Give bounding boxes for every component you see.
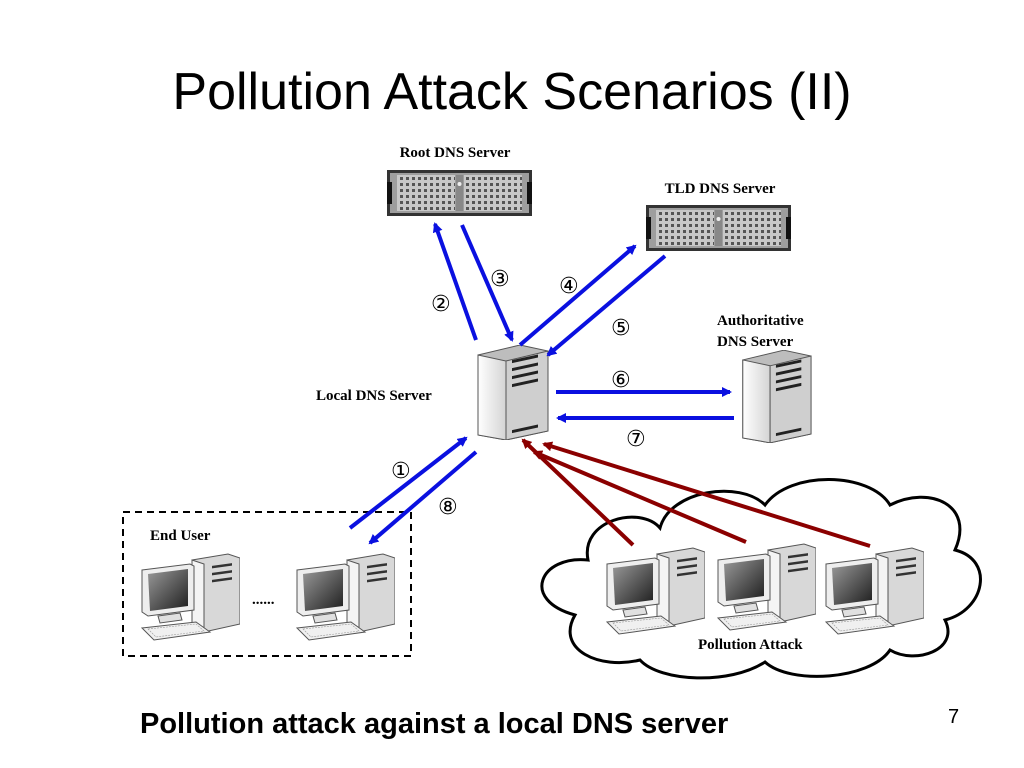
arrow-step-3 <box>460 224 514 342</box>
step-8-label: ⑧ <box>438 495 458 520</box>
step-1-label: ① <box>391 459 411 484</box>
pollution-attack-label: Pollution Attack <box>698 637 803 653</box>
more-users-ellipsis: ...... <box>252 592 275 608</box>
step-5-label: ⑤ <box>611 316 631 341</box>
step-6-label: ⑥ <box>611 368 631 393</box>
page-number: 7 <box>948 706 960 728</box>
arrow-step-4 <box>518 244 637 347</box>
attack-arrow <box>542 441 871 548</box>
tld-dns-rack-server-icon <box>646 205 791 251</box>
tld-dns-label: TLD DNS Server <box>665 181 776 197</box>
arrow-step-5 <box>546 254 667 357</box>
step-4-label: ④ <box>559 274 579 299</box>
step-2-label: ② <box>431 292 451 317</box>
end-user-label: End User <box>150 528 211 544</box>
root-dns-rack-server-icon <box>387 170 532 216</box>
slide-title: Pollution Attack Scenarios (II) <box>172 63 852 121</box>
authoritative-dns-label-line2: DNS Server <box>717 334 794 350</box>
step-7-label: ⑦ <box>626 427 646 452</box>
end-user-computer-icon <box>141 553 240 641</box>
step-3-label: ③ <box>490 267 510 292</box>
local-dns-tower-server-icon <box>477 345 549 440</box>
local-dns-label: Local DNS Server <box>316 388 432 404</box>
arrow-step-8 <box>368 450 478 545</box>
slide-caption: Pollution attack against a local DNS ser… <box>140 708 729 740</box>
authoritative-dns-label-line1: Authoritative <box>717 313 804 329</box>
root-dns-label: Root DNS Server <box>400 145 511 161</box>
end-user-computer-icon <box>296 553 395 641</box>
arrow-step-1 <box>348 436 468 530</box>
end-user-group-box <box>122 511 412 657</box>
authoritative-dns-tower-server-icon <box>742 350 812 443</box>
attack-arrow <box>532 450 747 544</box>
arrow-step-2 <box>432 222 478 341</box>
